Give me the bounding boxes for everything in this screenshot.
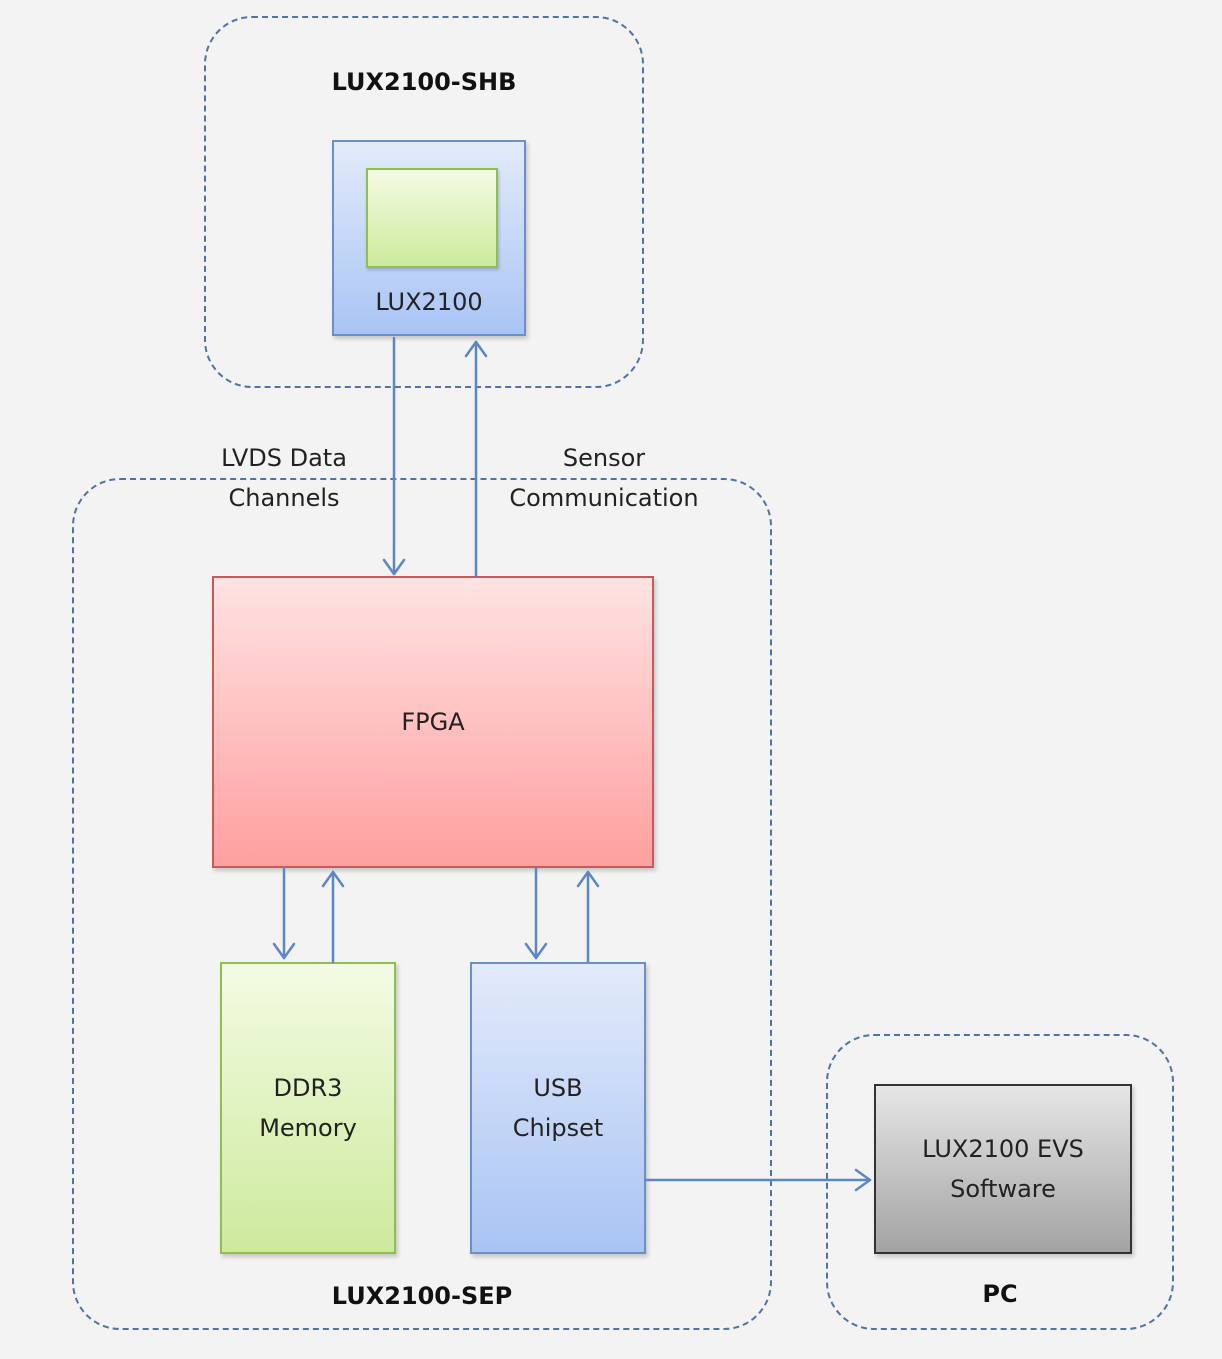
usb-chipset-block: USB Chipset [470, 962, 646, 1254]
usb-chipset-label: USB Chipset [512, 1074, 604, 1142]
group-lux2100-sep: LUX2100-SEP [72, 478, 772, 1330]
ddr3-memory-label: DDR3 Memory [259, 1074, 357, 1142]
evs-software-label: LUX2100 EVS Software [922, 1135, 1084, 1203]
arrow-lvds-data [382, 336, 406, 576]
sensor-block: LUX2100 [332, 140, 526, 336]
arrow-ddr3-to-fpga [321, 870, 345, 964]
group-lux2100-shb: LUX2100-SHB [204, 16, 644, 388]
evs-software-block: LUX2100 EVS Software [874, 1084, 1132, 1254]
ddr3-memory-block: DDR3 Memory [220, 962, 396, 1254]
arrow-sensor-communication [464, 340, 488, 578]
sensor-label: LUX2100 [375, 288, 483, 316]
arrow-usb-to-software [644, 1168, 872, 1192]
arrow-fpga-to-usb [524, 866, 548, 960]
arrow-usb-to-fpga [576, 870, 600, 964]
group-pc: PC [826, 1034, 1174, 1330]
group-label-sep: LUX2100-SEP [331, 1282, 513, 1310]
sensor-chip [366, 168, 498, 268]
arrow-fpga-to-ddr3 [272, 866, 296, 960]
fpga-block: FPGA [212, 576, 654, 868]
lvds-data-channels-label: LVDS Data Channels [221, 444, 347, 512]
group-label-shb: LUX2100-SHB [331, 68, 517, 96]
group-label-pc: PC [982, 1280, 1018, 1308]
fpga-label: FPGA [401, 708, 465, 736]
sensor-communication-label: Sensor Communication [509, 444, 699, 512]
